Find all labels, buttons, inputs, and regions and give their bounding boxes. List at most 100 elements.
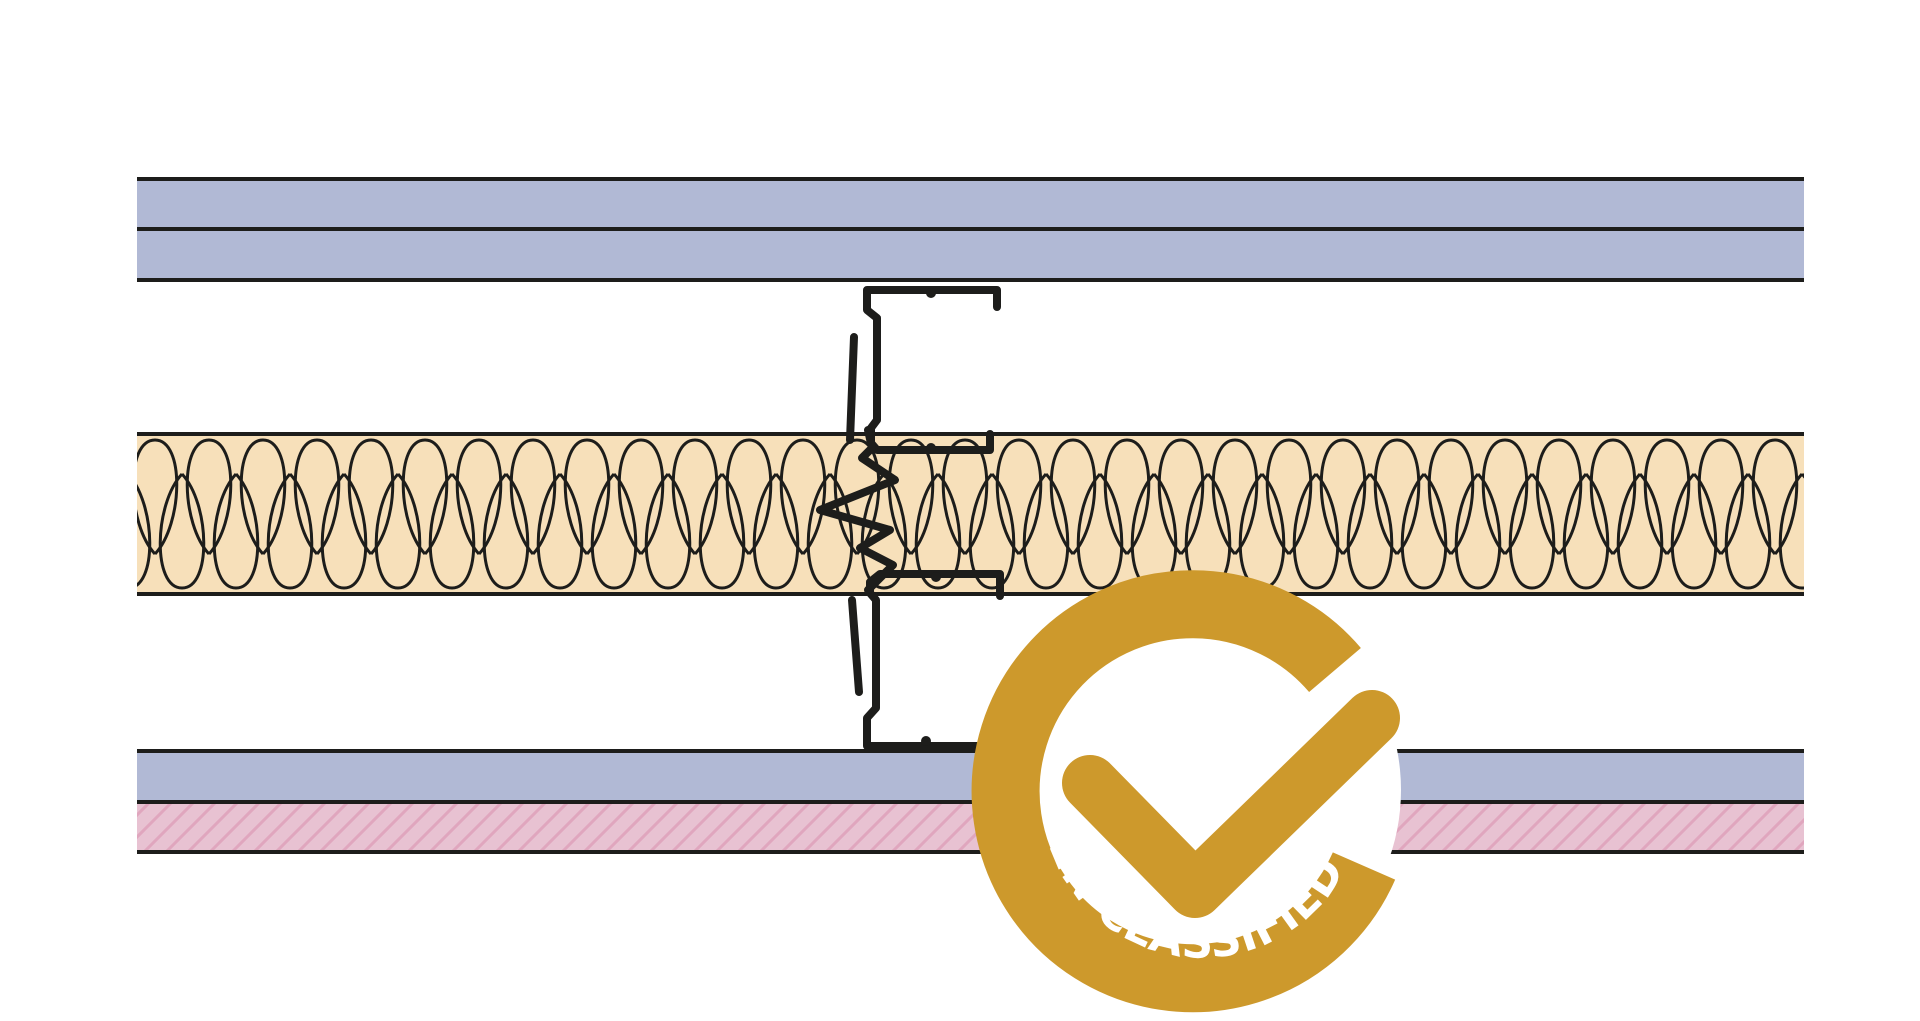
- hatch-line: [208, 802, 262, 852]
- wool-lobe: [1265, 438, 1313, 556]
- top-board-inner: [137, 229, 1804, 280]
- wool-lobe: [995, 438, 1043, 556]
- hatch-line: [450, 802, 504, 852]
- hatch-line: [1462, 802, 1516, 852]
- wool-lobe: [185, 438, 233, 556]
- wool-lobe: [1535, 438, 1583, 556]
- hatch-line: [142, 802, 196, 852]
- wool-lobe: [968, 472, 1016, 590]
- wool-lobe: [1346, 472, 1394, 590]
- wool-lobe: [1778, 472, 1804, 590]
- wool-lobe: [1751, 438, 1799, 556]
- hatch-line: [362, 802, 416, 852]
- wool-lobe: [239, 438, 287, 556]
- wool-lobe: [509, 438, 557, 556]
- wool-lobe: [1724, 472, 1772, 590]
- insulation-layer: [137, 434, 1804, 594]
- wool-lobe: [455, 438, 503, 556]
- hatch-line: [1816, 802, 1866, 852]
- hatch-line: [1572, 802, 1626, 852]
- hatch-line: [1418, 802, 1472, 852]
- wool-lobe: [1319, 438, 1367, 556]
- top-board-outer: [137, 179, 1804, 229]
- wool-lobe: [914, 472, 962, 590]
- wool-lobe: [1022, 472, 1070, 590]
- hatch-line: [1484, 802, 1538, 852]
- hatch-line: [1594, 802, 1648, 852]
- wool-lobe: [1454, 472, 1502, 590]
- hatch-line: [582, 802, 636, 852]
- hatch-line: [230, 802, 284, 852]
- hatch-line: [252, 802, 306, 852]
- hatch-line: [648, 802, 702, 852]
- wool-lobe: [941, 438, 989, 556]
- hatch-line: [164, 802, 218, 852]
- wool-lobe: [1834, 474, 1878, 588]
- hatch-line: [274, 802, 328, 852]
- hatch-line: [560, 802, 614, 852]
- wool-lobe: [137, 438, 179, 556]
- hatch-line: [137, 802, 152, 818]
- hatch-line: [890, 802, 944, 852]
- wool-lobe: [212, 472, 260, 590]
- wool-lobe: [1373, 438, 1421, 556]
- wool-lobe: [644, 472, 692, 590]
- hatch-line: [736, 802, 790, 852]
- wool-lobe: [860, 472, 908, 590]
- hatch-line: [516, 802, 570, 852]
- hatch-line: [1770, 817, 1804, 852]
- hatch-line: [780, 802, 834, 852]
- check-icon: [1062, 690, 1400, 918]
- hatch-line: [1638, 802, 1692, 852]
- wool-lobe: [806, 472, 854, 590]
- wool-lobe: [1400, 472, 1448, 590]
- wool-lobe: [320, 472, 368, 590]
- lower-stud: [848, 570, 1004, 750]
- wool-lobe: [536, 472, 584, 590]
- hatch-line: [714, 802, 768, 852]
- zigzag-tie: [816, 426, 899, 594]
- hatch-line: [472, 802, 526, 852]
- wool-lobe: [1562, 472, 1610, 590]
- wool-lobe: [1076, 472, 1124, 590]
- hatch-line: [186, 802, 240, 852]
- hatch-line: [538, 802, 592, 852]
- en-classified-badge: EN CLASSIFIED: [971, 570, 1401, 1013]
- wool-lobe: [158, 472, 206, 590]
- hatch-line: [824, 802, 878, 852]
- wool-lobe: [79, 440, 123, 554]
- hatch-line: [1528, 802, 1582, 852]
- hatch-line: [428, 802, 482, 852]
- wool-lobe: [1589, 438, 1637, 556]
- hatch-line: [406, 802, 460, 852]
- hatch-line: [1792, 839, 1804, 852]
- hatch-line: [912, 802, 966, 852]
- wool-lobe: [1427, 438, 1475, 556]
- hatch-line: [1704, 802, 1758, 852]
- insulation-pattern: [79, 438, 1920, 590]
- hatch-line: [1838, 802, 1888, 852]
- hatch-line: [868, 802, 922, 852]
- hatch-line: [692, 802, 746, 852]
- upper-stud: [846, 286, 1001, 454]
- wool-lobe: [671, 438, 719, 556]
- hatch-line: [1726, 802, 1780, 852]
- hatch-line: [1550, 802, 1604, 852]
- hatch-line: [1660, 802, 1714, 852]
- wool-lobe: [1697, 438, 1745, 556]
- wool-lobe: [482, 472, 530, 590]
- hatch-line: [846, 802, 900, 852]
- wool-lobe: [752, 472, 800, 590]
- wool-lobe: [1888, 474, 1920, 588]
- hatch-line: [340, 802, 394, 852]
- wool-lobe: [1616, 472, 1664, 590]
- wool-lobe: [1481, 438, 1529, 556]
- badge-ring: [971, 570, 1396, 1013]
- wool-lobe: [1211, 438, 1259, 556]
- hatch-line: [494, 802, 548, 852]
- wool-lobe: [590, 472, 638, 590]
- wool-lobe: [347, 438, 395, 556]
- wool-lobe: [698, 472, 746, 590]
